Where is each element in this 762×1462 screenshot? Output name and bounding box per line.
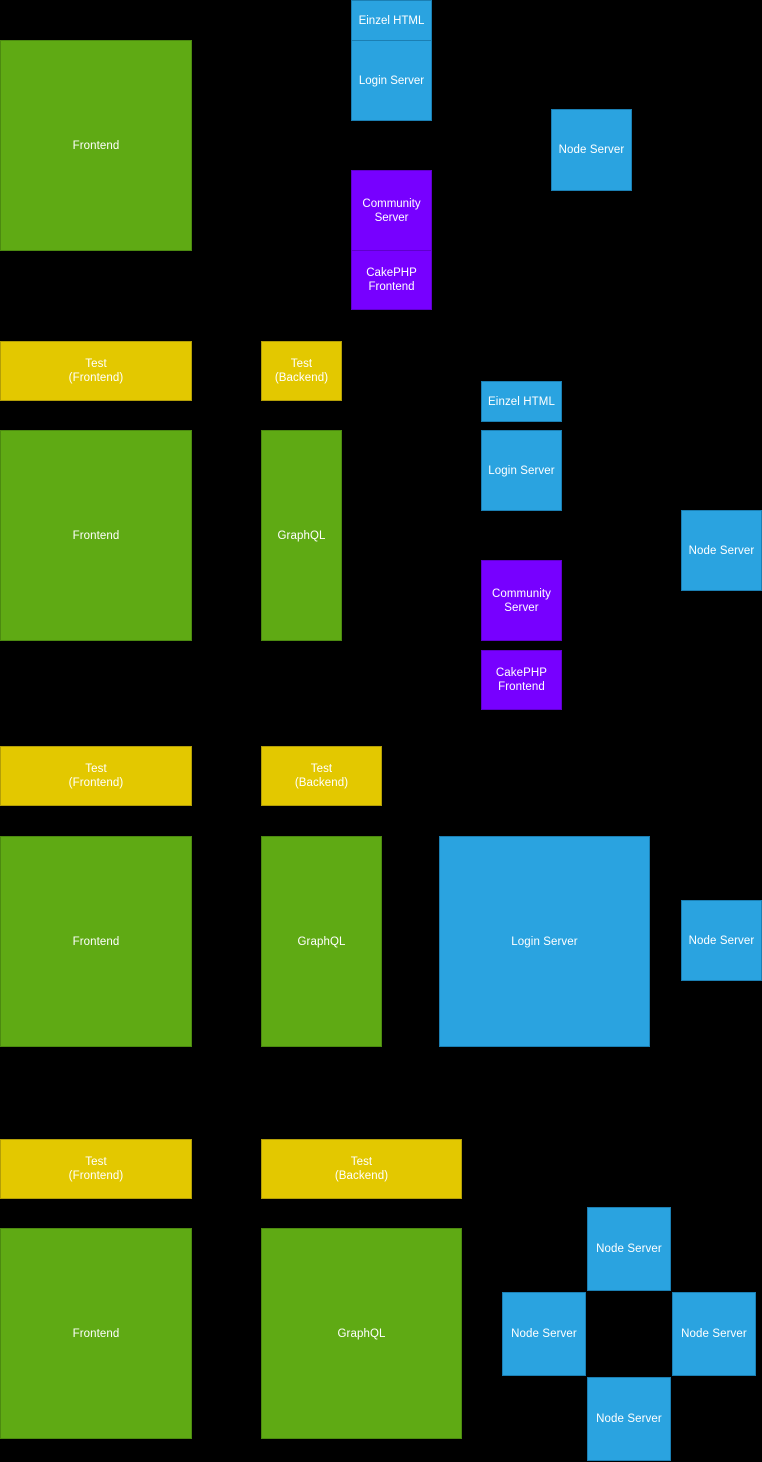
- node-server-block[interactable]: Node Server: [681, 510, 762, 591]
- login-server-block[interactable]: Login Server: [481, 430, 562, 511]
- node-server-block[interactable]: Node Server: [681, 900, 762, 981]
- node-server-block[interactable]: Node Server: [551, 109, 632, 191]
- frontend-block[interactable]: Frontend: [0, 836, 192, 1047]
- frontend-block[interactable]: Frontend: [0, 40, 192, 251]
- test-backend-block[interactable]: Test (Backend): [261, 341, 342, 401]
- test-backend-block[interactable]: Test (Backend): [261, 746, 382, 806]
- node-server-top-block[interactable]: Node Server: [587, 1207, 671, 1291]
- login-server-segment[interactable]: Login Server: [351, 40, 432, 121]
- test-frontend-block[interactable]: Test (Frontend): [0, 341, 192, 401]
- frontend-block[interactable]: Frontend: [0, 1228, 192, 1439]
- node-server-right-block[interactable]: Node Server: [672, 1292, 756, 1376]
- graphql-block[interactable]: GraphQL: [261, 430, 342, 641]
- einzel-html-block[interactable]: Einzel HTML: [481, 381, 562, 422]
- community-server-block[interactable]: Community Server: [481, 560, 562, 641]
- frontend-block[interactable]: Frontend: [0, 430, 192, 641]
- test-backend-block[interactable]: Test (Backend): [261, 1139, 462, 1199]
- graphql-block[interactable]: GraphQL: [261, 836, 382, 1047]
- test-frontend-block[interactable]: Test (Frontend): [0, 746, 192, 806]
- cakephp-frontend-segment[interactable]: CakePHP Frontend: [351, 250, 432, 310]
- node-server-bottom-block[interactable]: Node Server: [587, 1377, 671, 1461]
- test-frontend-block[interactable]: Test (Frontend): [0, 1139, 192, 1199]
- graphql-block[interactable]: GraphQL: [261, 1228, 462, 1439]
- community-server-segment[interactable]: Community Server: [351, 170, 432, 251]
- cakephp-frontend-block[interactable]: CakePHP Frontend: [481, 650, 562, 710]
- einzel-html-segment[interactable]: Einzel HTML: [351, 0, 432, 41]
- login-server-block[interactable]: Login Server: [439, 836, 650, 1047]
- node-server-left-block[interactable]: Node Server: [502, 1292, 586, 1376]
